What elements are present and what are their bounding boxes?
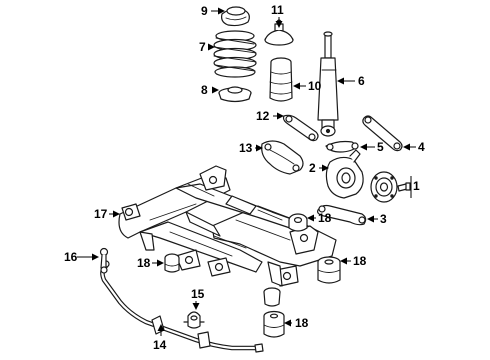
svg-text:14: 14 xyxy=(153,338,167,352)
callout-2: 2 xyxy=(309,161,329,175)
callout-6: 6 xyxy=(337,74,365,88)
coil-spring xyxy=(213,30,257,78)
svg-text:12: 12 xyxy=(256,109,270,123)
shock-absorber xyxy=(317,31,339,137)
callout-13: 13 xyxy=(239,141,263,155)
stabilizer-link xyxy=(99,247,109,274)
callout-14: 14 xyxy=(153,324,167,352)
lateral-link-right xyxy=(362,115,403,152)
callout-15: 15 xyxy=(191,287,205,310)
stabilizer-bar xyxy=(100,260,264,353)
callout-12: 12 xyxy=(256,109,284,123)
svg-text:4: 4 xyxy=(418,140,425,154)
callout-8: 8 xyxy=(201,83,219,97)
svg-text:7: 7 xyxy=(199,40,206,54)
callout-18-right: 18 xyxy=(340,254,367,268)
svg-text:17: 17 xyxy=(94,207,108,221)
upper-link-arm xyxy=(282,114,319,142)
svg-text:5: 5 xyxy=(377,140,384,154)
svg-text:1: 1 xyxy=(413,179,420,193)
subframe-bushing-left xyxy=(164,253,180,273)
upper-spring-mount xyxy=(221,6,250,27)
callout-4: 4 xyxy=(403,140,425,154)
svg-text:18: 18 xyxy=(353,254,367,268)
hub-bearing xyxy=(370,171,411,203)
callout-7: 7 xyxy=(199,40,215,54)
upper-control-arm xyxy=(261,140,304,175)
rear-subframe xyxy=(118,165,337,287)
callout-16: 16 xyxy=(64,250,99,264)
wheel-knuckle xyxy=(325,149,364,199)
callout-9: 9 xyxy=(201,4,225,18)
callout-10: 10 xyxy=(293,79,322,93)
callout-18-upper: 18 xyxy=(307,211,332,225)
callout-18-left: 18 xyxy=(137,256,164,270)
callout-11: 11 xyxy=(271,3,284,28)
subframe-bushing-lower xyxy=(263,310,285,338)
svg-text:18: 18 xyxy=(318,211,332,225)
svg-text:13: 13 xyxy=(239,141,253,155)
subframe-bushing-upper xyxy=(288,213,308,232)
svg-text:2: 2 xyxy=(309,161,316,175)
camber-link xyxy=(325,140,359,153)
callout-1: 1 xyxy=(410,176,420,198)
dust-boot xyxy=(269,57,293,102)
svg-text:11: 11 xyxy=(271,3,284,17)
svg-text:9: 9 xyxy=(201,4,208,18)
lower-spring-seat xyxy=(218,86,252,103)
svg-text:8: 8 xyxy=(201,83,208,97)
svg-text:18: 18 xyxy=(295,316,309,330)
svg-text:18: 18 xyxy=(137,256,151,270)
callout-17: 17 xyxy=(94,207,120,221)
subframe-mount-bushing xyxy=(263,287,281,307)
svg-text:10: 10 xyxy=(308,79,322,93)
svg-text:16: 16 xyxy=(64,250,78,264)
svg-text:15: 15 xyxy=(191,287,205,301)
stabilizer-bushing-clamp xyxy=(183,311,205,329)
callout-18-lower: 18 xyxy=(284,316,309,330)
subframe-bushing-right xyxy=(317,256,341,284)
lower-link-arm xyxy=(317,204,367,226)
svg-text:3: 3 xyxy=(380,212,387,226)
callout-3: 3 xyxy=(367,212,387,226)
callout-5: 5 xyxy=(360,140,384,154)
svg-text:6: 6 xyxy=(358,74,365,88)
